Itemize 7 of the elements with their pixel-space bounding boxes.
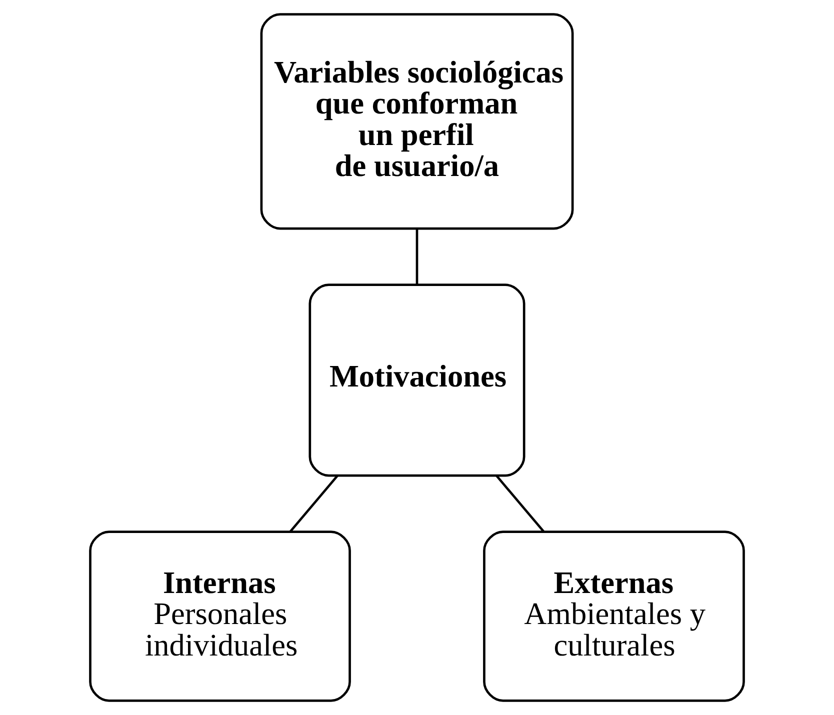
node-box: Internas Personales individuales [89, 530, 351, 702]
connector [289, 475, 338, 532]
connector [416, 229, 418, 285]
connector [496, 475, 545, 532]
node-box: Variables sociológicas que conforman un perfil de usuario/a [260, 13, 574, 230]
node-box: Motivaciones [308, 284, 526, 477]
node-box: Externas Ambientales y culturales [483, 530, 745, 702]
